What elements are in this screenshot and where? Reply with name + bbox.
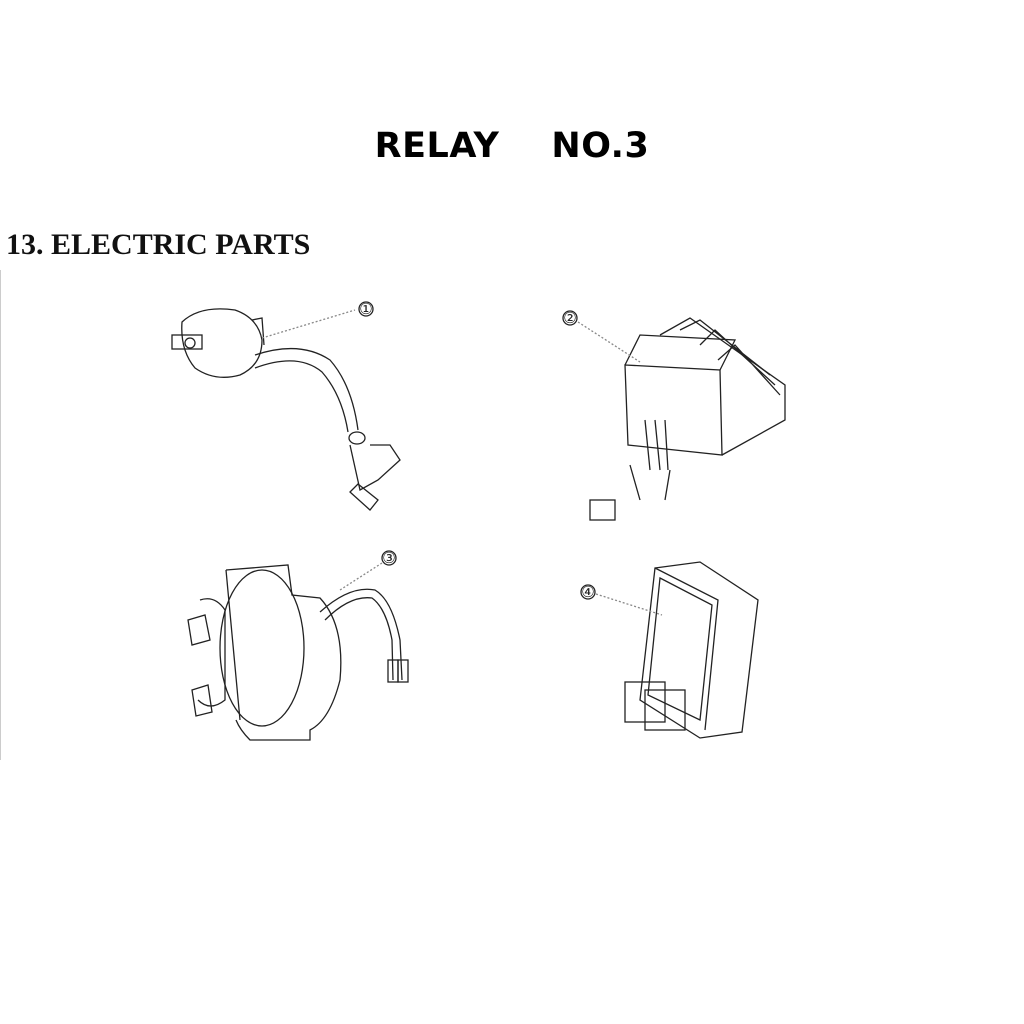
callout-4: ④ <box>581 583 594 601</box>
callout-1: ① <box>359 300 372 318</box>
cdi-unit-drawing <box>580 561 759 739</box>
callout-3: ③ <box>382 549 395 567</box>
ignition-coil-drawing <box>171 301 401 511</box>
title-number: NO.3 <box>551 126 650 166</box>
section-heading: 13. ELECTRIC PARTS <box>6 228 311 261</box>
page-title: RELAY NO.3 <box>0 126 1024 166</box>
regulator-rectifier-drawing <box>562 310 786 521</box>
title-relay: RELAY <box>374 126 500 166</box>
page-border <box>0 270 1 760</box>
callout-2: ② <box>563 309 576 327</box>
starter-relay-drawing <box>187 550 409 741</box>
